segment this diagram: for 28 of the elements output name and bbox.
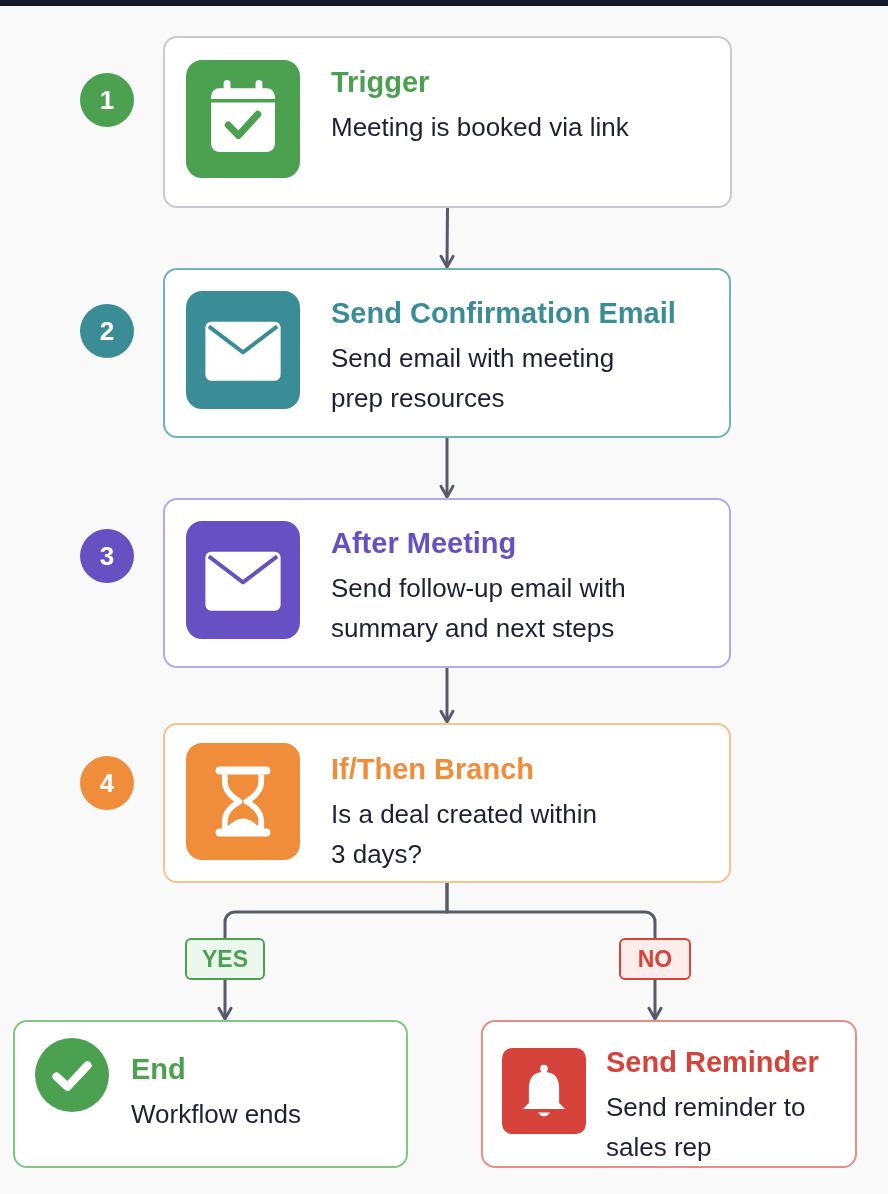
step-card [13, 1020, 408, 1168]
step-card [481, 1020, 857, 1168]
step-card [163, 268, 731, 438]
edge-label: YES [185, 938, 265, 980]
edge-label: NO [619, 938, 691, 980]
step-number: 3 [80, 529, 134, 583]
step-card [163, 36, 732, 208]
arrow [445, 883, 663, 1021]
step-card [163, 723, 731, 883]
arrow [439, 208, 455, 269]
step-description: Send follow-up email with summary and next steps [331, 572, 627, 645]
step-title: If/Then Branch [331, 752, 535, 787]
step-description: Is a deal created within 3 days? [331, 798, 598, 871]
step-title: Send Confirmation Email [331, 296, 677, 331]
step-number: 2 [80, 304, 134, 358]
arrow [439, 668, 455, 724]
step-description: Meeting is booked via link [331, 111, 630, 144]
step-title: End [131, 1052, 187, 1087]
step-number: 4 [80, 756, 134, 810]
step-description: Send email with meeting prep resources [331, 342, 616, 415]
step-card [163, 498, 731, 668]
arrow [439, 438, 455, 499]
step-number: 1 [80, 73, 134, 127]
step-title: Trigger [331, 65, 431, 100]
step-description: Workflow ends [131, 1098, 303, 1131]
step-description: Send reminder to sales rep [606, 1091, 807, 1164]
step-title: After Meeting [331, 526, 518, 561]
step-title: Send Reminder [606, 1045, 820, 1080]
